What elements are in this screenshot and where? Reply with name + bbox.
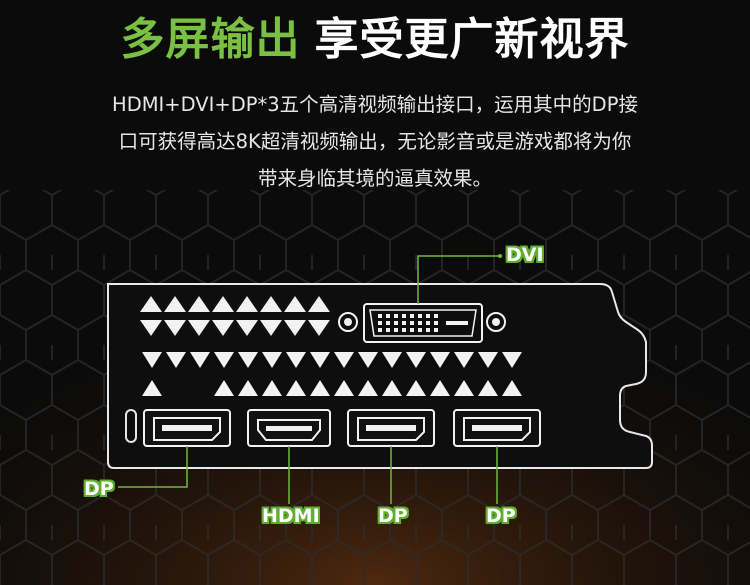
vent-row-2: [140, 320, 330, 336]
hdmi-port: [247, 409, 331, 447]
headline-rest: 享受更广新视界: [314, 14, 630, 65]
label-dp-left: DP: [84, 478, 114, 500]
dvi-port: [338, 303, 506, 343]
headline: 多屏输出享受更广新视界: [0, 8, 750, 72]
leader-dvi: [417, 255, 500, 304]
description-line-2: 口可获得高达8K超清视频输出，无论影音或是游戏都将为你: [118, 130, 632, 153]
bracket-slot: [125, 409, 137, 443]
description: HDMI+DVI+DP*3五个高清视频输出接口，运用其中的DP接 口可获得高达8…: [40, 86, 710, 197]
headline-accent: 多屏输出: [120, 14, 301, 65]
vent-row-4: [142, 380, 522, 396]
leader-dp-left: [118, 446, 188, 488]
dp-port-right: [453, 409, 541, 447]
label-dp-right: DP: [486, 505, 516, 527]
vent-row-1: [140, 296, 330, 312]
description-line-3: 带来身临其境的逼真效果。: [257, 167, 492, 190]
dp-port-left: [143, 409, 231, 447]
leader-lines: [118, 255, 500, 504]
dp-port-middle: [347, 409, 435, 447]
vent-row-3: [142, 352, 522, 368]
description-line-1: HDMI+DVI+DP*3五个高清视频输出接口，运用其中的DP接: [112, 93, 638, 116]
label-dp-middle: DP: [378, 505, 408, 527]
label-hdmi: HDMI: [262, 505, 320, 527]
label-dvi: DVI: [506, 244, 544, 266]
